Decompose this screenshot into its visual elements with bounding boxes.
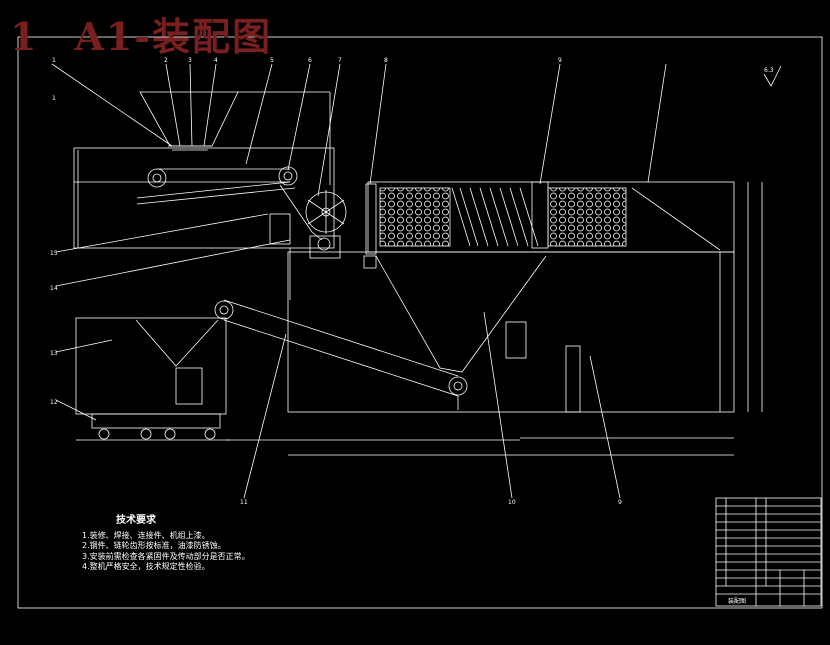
tech-req-item: 2.钢件、链轮齿形按标准，油漆防锈蚀。 <box>82 541 226 550</box>
roughness-value: 6.3 <box>764 67 774 74</box>
balloon-top-2: 2 <box>164 57 168 64</box>
balloon-top-8: 8 <box>384 57 388 64</box>
tech-req-item: 1.装修、焊接、连接件、机组上漆。 <box>82 530 210 540</box>
cart-wheel <box>98 428 110 440</box>
upper-right-pulley <box>278 166 298 186</box>
collection-bin <box>75 317 227 415</box>
balloon-top-9: 9 <box>558 57 562 64</box>
balloon-top-7: 7 <box>338 57 342 64</box>
technical-requirements: 技术要求 1.装修、焊接、连接件、机组上漆。 2.钢件、链轮齿形按标准，油漆防锈… <box>82 515 250 573</box>
title-text: A1-装配图 <box>74 14 273 59</box>
tech-req-item: 4.整机严格安全，技术规定性检验。 <box>82 562 210 571</box>
balloon-top-1: 1 <box>52 57 56 64</box>
tech-req-heading: 技术要求 <box>116 515 156 526</box>
balloon-top-3: 3 <box>188 57 192 64</box>
title-number: 1 <box>10 14 39 59</box>
main-chamber <box>287 251 735 413</box>
balloon-top-6: 6 <box>308 57 312 64</box>
hopper <box>139 91 239 147</box>
balloon-bottom-11: 11 <box>240 499 248 506</box>
drawing-title: 1 A1-装配图 <box>10 6 272 61</box>
drawing-frame <box>17 36 823 609</box>
lower-head-pulley <box>214 300 234 320</box>
balloon-left-12: 12 <box>50 399 58 406</box>
balloon-bottom-9: 9 <box>618 499 622 506</box>
balloon-left-15: 15 <box>50 250 58 257</box>
balloon-top-5: 5 <box>270 57 274 64</box>
tech-req-item: 3.安装前需检查各紧固件及传动部分是否正常。 <box>82 551 250 561</box>
balloon-left-13: 13 <box>50 350 58 357</box>
title-block <box>715 497 822 607</box>
balloon-bottom-10: 10 <box>508 499 516 506</box>
balloon-left-14: 14 <box>50 285 58 292</box>
upper-left-pulley <box>147 168 167 188</box>
balloon-top-4: 4 <box>214 57 218 64</box>
balloon-left-1: 1 <box>52 95 56 102</box>
lower-tail-pulley <box>448 376 468 396</box>
title-block-label: 装配图 <box>728 597 746 605</box>
